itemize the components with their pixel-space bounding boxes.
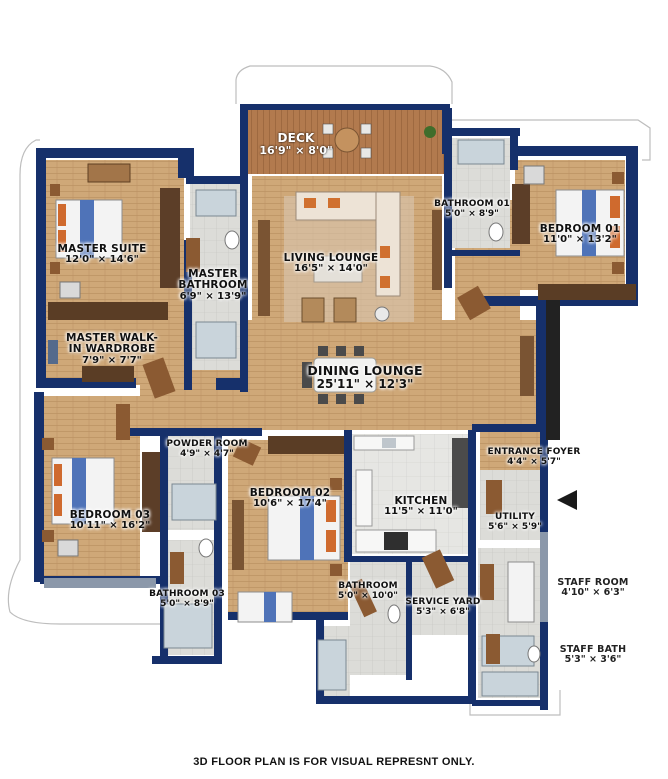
entry-arrow-icon (557, 490, 577, 510)
staff-room-label: STAFF ROOM 4'10" × 6'3" (557, 577, 629, 599)
utility-dimension: 5'6" × 5'9" (488, 521, 542, 532)
utility-name: UTILITY (495, 512, 535, 522)
deck-dimension: 16'9" × 8'0" (259, 143, 333, 157)
staff-bath-label: STAFF BATH 5'3" × 3'6" (559, 644, 627, 666)
bathroom-03-label: BATHROOM 03 5'0" × 8'9" (149, 589, 225, 609)
powder-room-name: POWDER ROOM (166, 439, 248, 449)
master-walkin-name-line2: IN WARDROBE (68, 343, 156, 356)
master-suite-dimension: 12'0" × 14'6" (65, 254, 139, 266)
service-yard-label: SERVICE YARD 5'3" × 6'8" (405, 597, 481, 617)
deck-name: DECK (277, 131, 315, 145)
kitchen-label: KITCHEN 11'5" × 11'0" (384, 495, 458, 518)
living-lounge-furniture (258, 191, 442, 323)
staff-room-dimension: 4'10" × 6'3" (561, 587, 625, 599)
powder-bathroom-fixtures (163, 483, 217, 649)
entrance-foyer-name: ENTRANCE FOYER (487, 447, 581, 457)
bedroom-03-dimension: 10'11" × 16'2" (69, 520, 151, 532)
deck-label: DECK 16'9" × 8'0" (259, 132, 332, 157)
bedroom-02-label: BEDROOM 02 10'6" × 17'4" (249, 487, 331, 510)
bathroom-03-name: BATHROOM 03 (149, 589, 225, 599)
bathroom-name: BATHROOM (338, 581, 398, 591)
service-area-fixtures (317, 480, 548, 697)
bedroom-01-dimension: 11'0" × 13'2" (543, 234, 617, 246)
master-bathroom-fixtures (186, 189, 240, 359)
bathroom-dimension: 5'0" × 10'0" (337, 590, 399, 601)
powder-room-dimension: 4'9" × 4'7" (180, 448, 234, 459)
bedroom-01-furniture (457, 139, 636, 321)
master-bathroom-label: MASTER BATHROOM 6'9" × 13'9" (178, 268, 248, 302)
deck (240, 104, 450, 182)
entry-recess (546, 300, 560, 440)
master-bathroom-name-line1: MASTER (188, 268, 238, 280)
bedroom-02-name: BEDROOM 02 (249, 487, 331, 499)
dining-table (142, 336, 534, 404)
dining-lounge-name: DINING LOUNGE (307, 363, 423, 378)
bedroom-01-name: BEDROOM 01 (539, 223, 621, 235)
service-yard-dimension: 5'3" × 6'8" (416, 606, 470, 617)
walls (34, 108, 638, 710)
staff-bath-name: STAFF BATH (559, 644, 627, 655)
bedroom-01-label: BEDROOM 01 11'0" × 13'2" (539, 223, 621, 246)
disclaimer-text: 3D FLOOR PLAN IS FOR VISUAL REPRESNT ONL… (193, 756, 475, 768)
entrance-foyer-dimension: 4'4" × 5'7" (507, 456, 561, 467)
terrace-outline (7, 65, 651, 716)
dining-lounge-dimension: 25'11" × 12'3" (316, 376, 414, 391)
living-lounge-name: LIVING LOUNGE (283, 252, 379, 264)
powder-room-label: POWDER ROOM 4'9" × 4'7" (166, 439, 248, 459)
bedroom-03-name: BEDROOM 03 (69, 509, 151, 521)
living-lounge-dimension: 16'5" × 14'0" (294, 263, 368, 275)
master-walkin-label: MASTER WALK- IN WARDROBE 7'9" × 7'7" (65, 332, 159, 366)
kitchen-fixtures (353, 435, 468, 589)
living-lounge-label: LIVING LOUNGE 16'5" × 14'0" (283, 252, 379, 275)
staff-bath-dimension: 5'3" × 3'6" (564, 654, 622, 666)
master-walkin-name-line1: MASTER WALK- (65, 332, 159, 344)
service-yard-name: SERVICE YARD (405, 597, 481, 607)
staff-room-name: STAFF ROOM (557, 577, 629, 588)
bathroom-01-name: BATHROOM 01 (434, 199, 510, 209)
bathroom-01-dimension: 5'0" × 8'9" (445, 208, 499, 219)
utility-label: UTILITY 5'6" × 5'9" (488, 512, 542, 532)
master-walkin-dimension: 7'9" × 7'7" (82, 354, 142, 366)
bathroom-label: BATHROOM 5'0" × 10'0" (337, 581, 399, 601)
entrance-foyer-label: ENTRANCE FOYER 4'4" × 5'7" (487, 447, 581, 467)
bedroom-02-dimension: 10'6" × 17'4" (253, 498, 327, 510)
kitchen-dimension: 11'5" × 11'0" (384, 506, 458, 518)
bedroom-02-furniture (232, 436, 344, 623)
master-suite-furniture (48, 163, 180, 382)
master-bathroom-name-line2: BATHROOM (178, 279, 248, 292)
bedroom-03-furniture (42, 404, 160, 588)
bathroom-03-dimension: 5'0" × 8'9" (160, 598, 214, 609)
master-suite-label: MASTER SUITE 12'0" × 14'6" (57, 243, 147, 266)
dining-lounge-label: DINING LOUNGE 25'11" × 12'3" (307, 364, 422, 390)
master-bathroom-dimension: 6'9" × 13'9" (179, 290, 247, 302)
bathroom-01-label: BATHROOM 01 5'0" × 8'9" (434, 199, 510, 219)
master-suite-name: MASTER SUITE (57, 243, 147, 255)
bedroom-03-label: BEDROOM 03 10'11" × 16'2" (69, 509, 151, 532)
kitchen-name: KITCHEN (394, 495, 448, 507)
